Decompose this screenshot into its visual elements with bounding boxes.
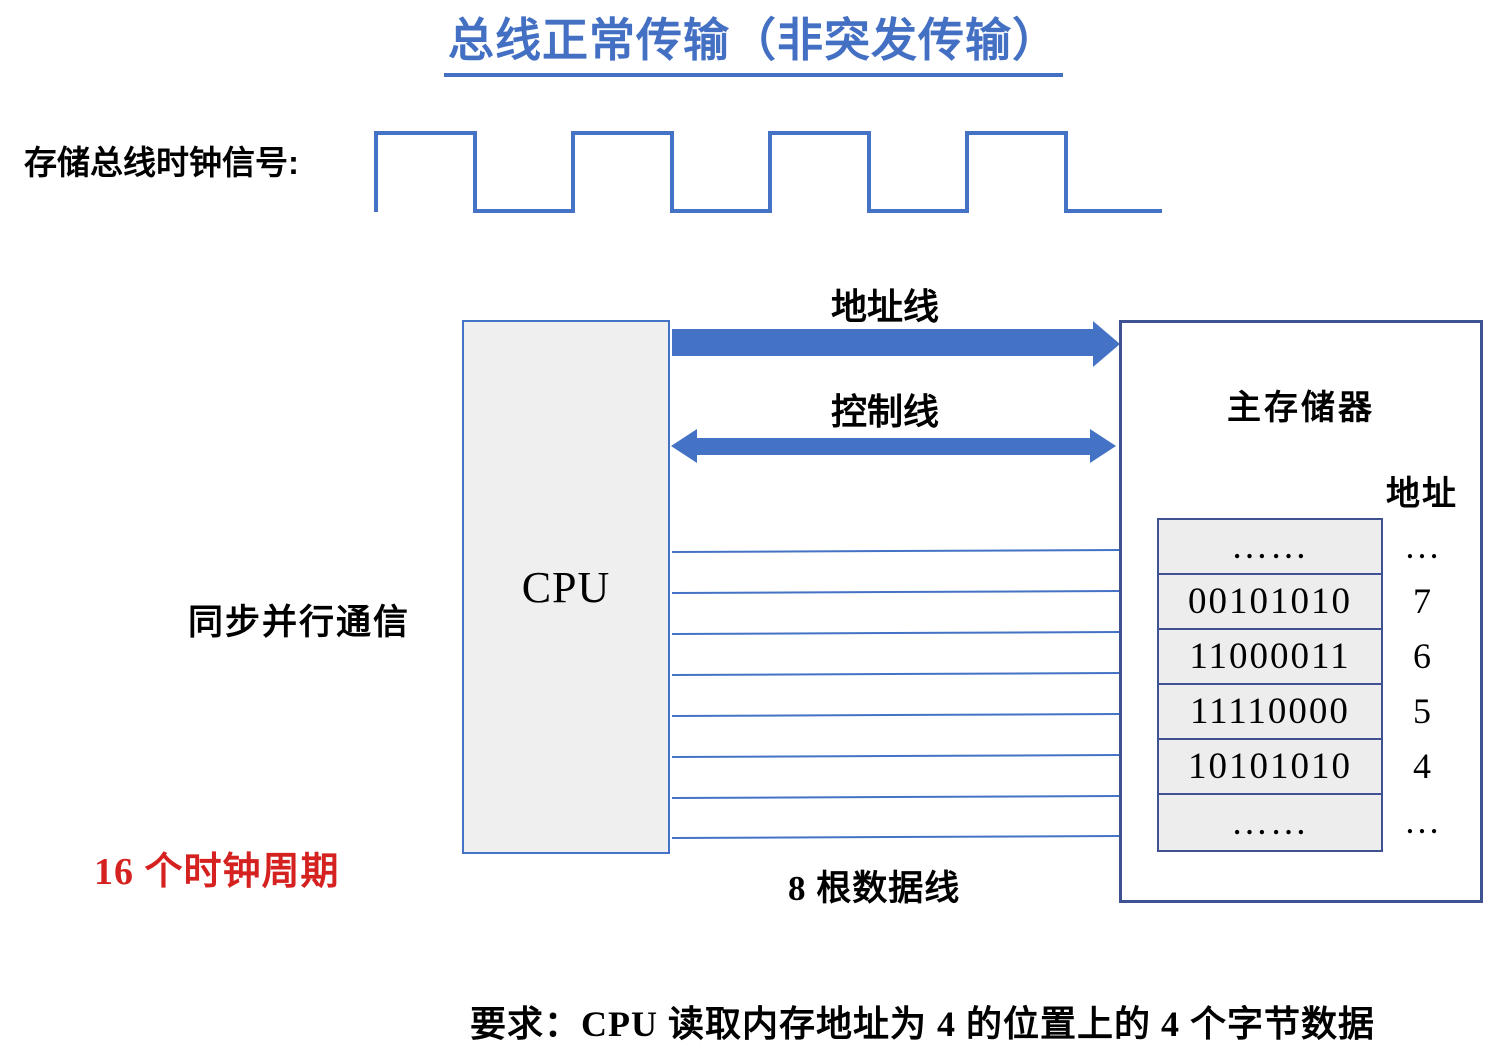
data-line	[671, 795, 1122, 799]
data-line	[671, 672, 1122, 676]
cpu-box: CPU	[462, 320, 670, 854]
requirement-text: 要求：CPU 读取内存地址为 4 的位置上的 4 个字节数据	[470, 1004, 1375, 1044]
address-value: …	[1404, 800, 1440, 841]
clock-cycles-label: 16 个时钟周期	[94, 851, 340, 893]
address-column-header: 地址	[1386, 476, 1458, 513]
control-bus-arrow	[671, 429, 1116, 463]
clock-waveform	[374, 131, 1162, 213]
address-value: 4	[1413, 745, 1431, 786]
control-bus-label: 控制线	[830, 392, 939, 432]
address-value: 7	[1413, 580, 1431, 621]
address-value: 6	[1413, 635, 1431, 676]
data-line	[671, 549, 1122, 553]
main-memory-box	[1119, 320, 1483, 903]
main-memory-title: 主存储器	[1227, 390, 1375, 427]
clock-signal-label: 存储总线时钟信号:	[24, 144, 299, 181]
sync-parallel-label: 同步并行通信	[188, 603, 411, 642]
data-line	[671, 631, 1122, 635]
address-value: …	[1404, 525, 1440, 566]
memory-cell: 11000011	[1159, 630, 1381, 685]
memory-cell: 10101010	[1159, 740, 1381, 795]
data-line	[671, 835, 1122, 839]
page-title: 总线正常传输（非突发传输）	[444, 4, 1063, 77]
memory-cell: 00101010	[1159, 575, 1381, 630]
memory-cell: ……	[1159, 520, 1381, 575]
address-bus-label: 地址线	[830, 287, 939, 327]
title-wrap: 总线正常传输（非突发传输）	[0, 4, 1507, 77]
memory-cell: ……	[1159, 795, 1381, 850]
data-bus-lines	[671, 549, 1122, 839]
address-bus-arrow	[672, 321, 1120, 367]
address-column: … 7 6 5 4 …	[1388, 518, 1456, 848]
data-bus-count-label: 8 根数据线	[788, 869, 961, 908]
cpu-label: CPU	[521, 562, 611, 612]
address-value: 5	[1413, 690, 1431, 731]
memory-cell: 11110000	[1159, 685, 1381, 740]
data-line	[671, 754, 1122, 758]
data-line	[671, 590, 1122, 594]
memory-table: …… 00101010 11000011 11110000 10101010 ……	[1157, 518, 1383, 852]
data-line	[671, 713, 1122, 717]
